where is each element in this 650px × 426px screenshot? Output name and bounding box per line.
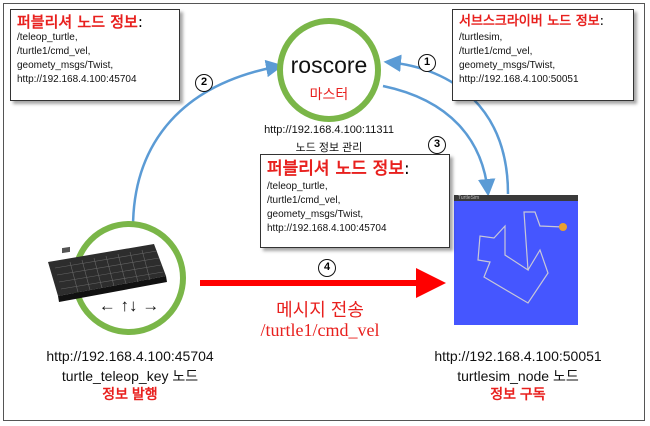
turtle-path: [477, 211, 564, 304]
note-line: /turtle1/cmd_vel,: [267, 195, 341, 206]
subscriber-info-note: 서브스크라이버 노드 정보: /turtlesim, /turtle1/cmd_…: [452, 9, 634, 101]
master-role: 노드 정보 관리: [295, 142, 363, 154]
subscriber-info-title: 서브스크라이버 노드 정보:: [459, 14, 605, 29]
keyboard-arrows: ← ↑↓ →: [98, 296, 160, 315]
note-line: http://192.168.4.100:45704: [267, 223, 387, 234]
master-uri: http://192.168.4.100:11311: [264, 124, 394, 136]
turtlesim-window-title: TurtleSim: [458, 195, 480, 201]
subscriber-node-name: turtlesim_node 노드: [457, 368, 579, 384]
arrow-publisher-register: [131, 59, 284, 229]
step-3-badge: 3: [428, 136, 446, 154]
note-line: geomety_msgs/Twist,: [459, 60, 556, 71]
note-line: http://192.168.4.100:45704: [17, 74, 137, 85]
note-line: geomety_msgs/Twist,: [267, 209, 364, 220]
publisher-info-title: 퍼블리셔 노드 정보:: [267, 159, 410, 179]
publisher-node-uri: http://192.168.4.100:45704: [46, 348, 214, 364]
turtlesim-window: [454, 195, 578, 325]
arrow-master-to-subscriber: [382, 84, 496, 197]
keyboard-image: [48, 244, 167, 302]
note-line: /turtle1/cmd_vel,: [17, 46, 91, 57]
note-line: /teleop_turtle,: [267, 181, 328, 192]
note-line: geomety_msgs/Twist,: [17, 60, 114, 71]
roscore-subtitle: 마스터: [309, 86, 349, 102]
publisher-info-note-top: 퍼블리셔 노드 정보: /teleop_turtle, /turtle1/cmd…: [10, 9, 180, 101]
subscriber-node-uri: http://192.168.4.100:50051: [434, 348, 602, 364]
step-2-badge: 2: [195, 74, 213, 92]
message-topic: /turtle1/cmd_vel: [260, 320, 380, 340]
publisher-node-action: 정보 발행: [102, 386, 158, 402]
publisher-info-note-mid: 퍼블리셔 노드 정보: /teleop_turtle, /turtle1/cmd…: [260, 154, 450, 248]
step-4-badge: 4: [318, 259, 336, 277]
publisher-node-name: turtle_teleop_key 노드: [61, 368, 199, 384]
note-line: http://192.168.4.100:50051: [459, 74, 579, 85]
turtle-icon: [559, 223, 567, 231]
message-label: 메시지 전송: [276, 300, 364, 320]
note-line: /turtlesim,: [459, 32, 503, 43]
subscriber-node-action: 정보 구독: [490, 386, 546, 402]
note-line: /teleop_turtle,: [17, 32, 78, 43]
keyboard-keys: [54, 249, 164, 293]
note-line: /turtle1/cmd_vel,: [459, 46, 533, 57]
publisher-info-title: 퍼블리셔 노드 정보:: [17, 13, 143, 31]
roscore-name: roscore: [290, 52, 368, 78]
step-1-badge: 1: [418, 54, 436, 72]
roscore-circle: [277, 18, 381, 122]
